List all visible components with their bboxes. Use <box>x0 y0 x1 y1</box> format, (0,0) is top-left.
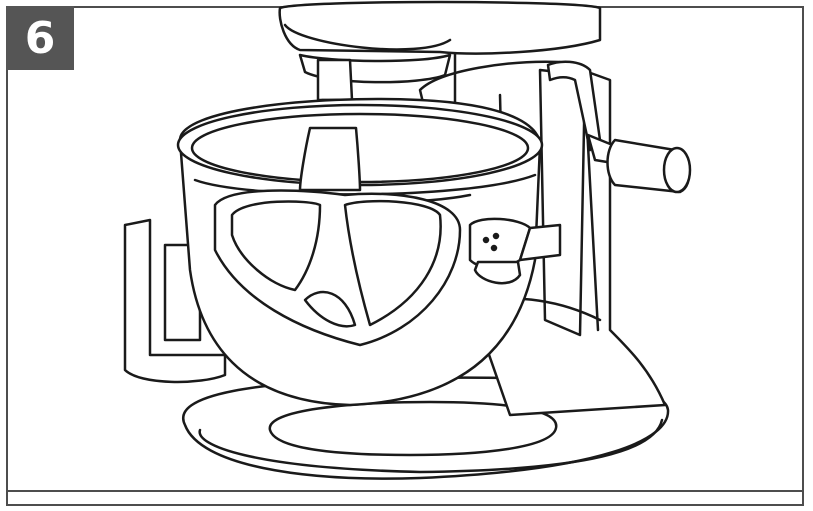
bowl-clamp <box>470 219 560 283</box>
flat-beater <box>215 128 460 345</box>
bowl-lift-handle <box>548 62 690 192</box>
mixing-bowl <box>125 99 542 405</box>
step-number-badge: 6 <box>6 6 74 70</box>
panel-bottom-divider <box>6 490 804 492</box>
step-number: 6 <box>24 12 56 64</box>
